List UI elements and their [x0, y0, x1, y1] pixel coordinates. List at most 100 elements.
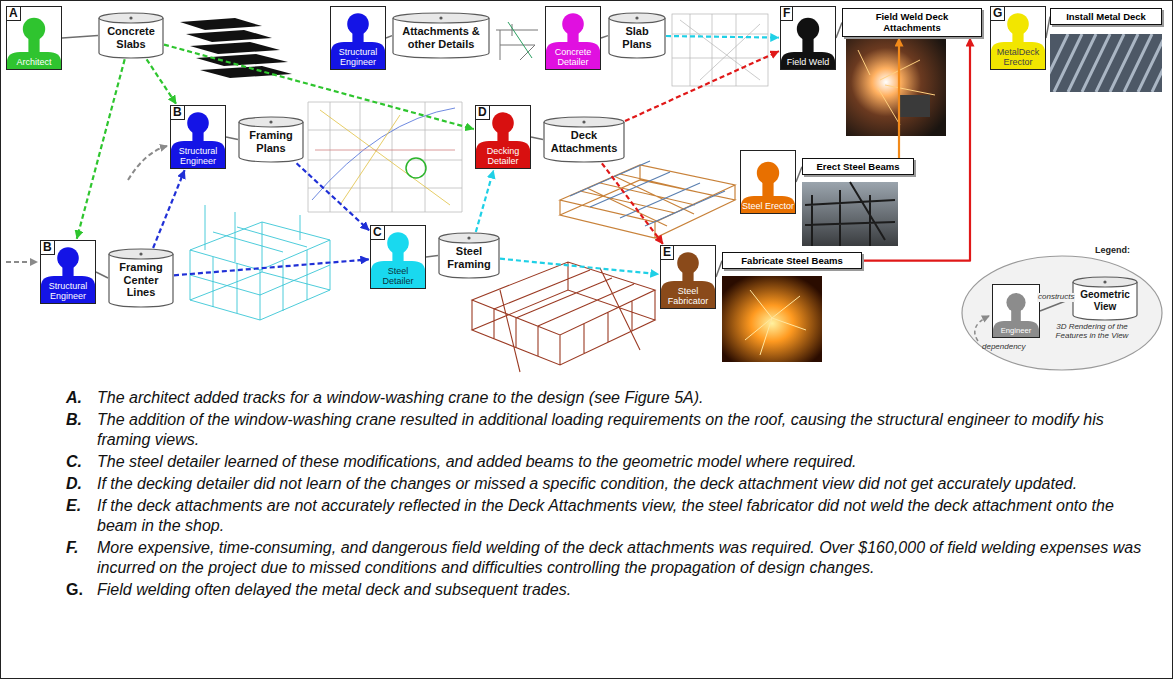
role-text: MetalDeck Erector [990, 48, 1046, 70]
view-cylinder: Slab Plans [608, 12, 666, 59]
icon-frame [546, 7, 601, 70]
note-text: The architect added tracks for a window-… [97, 388, 1146, 408]
note-letter: E. [66, 496, 97, 536]
steel-erector-photo-part [802, 182, 898, 246]
icon-shoulders [331, 42, 385, 69]
role-text: Structural Engineer [170, 147, 226, 169]
cylinder-body [439, 238, 499, 278]
view-cylinder: Attachments & other Details [392, 12, 490, 59]
cylinder-top [1073, 277, 1137, 287]
slab-plan-drawing-part [672, 14, 768, 86]
person-icon: BStructural Engineer [40, 240, 96, 304]
icon-frame [171, 106, 226, 169]
framing-plan-drawing-part [320, 110, 450, 205]
cylinder-body [109, 254, 173, 307]
view-cylinder: Deck Attachments [543, 116, 625, 163]
dependency-arrow [297, 163, 370, 230]
cylinder-dot [1103, 280, 1106, 283]
letter-tag: F [781, 7, 793, 21]
role-text: Field Weld [780, 58, 836, 70]
centerline-drawing-part [190, 205, 330, 320]
weld-photo-part [858, 50, 935, 125]
cylinder-body [99, 18, 163, 58]
icon-shoulders [661, 281, 715, 308]
activity-box: Install Metal Deck [1050, 8, 1162, 25]
dependency-arrow [476, 170, 494, 232]
view-name: Deck Attachments [547, 129, 621, 154]
letter-tag: A [7, 7, 21, 21]
activity-name: Install Metal Deck [1056, 11, 1156, 22]
dependency-arrow [602, 163, 663, 244]
note-row: E.If the deck attachments are not accura… [66, 496, 1146, 536]
icon-frame [331, 7, 386, 70]
detail-drawing-part [508, 22, 532, 58]
role-text: Structural Engineer [40, 282, 96, 304]
sequence-arrow [862, 38, 970, 261]
slab-render [180, 18, 292, 78]
dependency-arrow [174, 259, 369, 275]
constructs-line [426, 256, 438, 257]
dependency-arrow [147, 59, 177, 104]
note-text: The addition of the window-washing crane… [97, 410, 1146, 450]
notes-list: A.The architect added tracks for a windo… [66, 388, 1146, 602]
deck-attachment-render [560, 161, 735, 238]
metal-deck-photo-part [1050, 34, 1162, 92]
slab-plan-drawing [672, 14, 768, 86]
weld-photo [846, 38, 946, 136]
steel-framing-render [472, 262, 655, 372]
person-icon: B Structural Engineer [170, 105, 226, 169]
framing-plan-drawing-part [406, 158, 426, 178]
icon-head [57, 247, 79, 269]
slab-render-part [196, 54, 288, 66]
person-icon: Structural Engineer [330, 6, 386, 70]
dependency-arrow [500, 259, 659, 275]
view-name: Framing Center Lines [112, 261, 170, 299]
role-text: Steel Fabricator [660, 287, 716, 309]
activity-box: Erect Steel Beams [802, 158, 914, 175]
fabricator-photo-part [745, 290, 806, 355]
view-cylinder: Steel Framing [438, 232, 500, 279]
icon-shoulders [7, 52, 61, 69]
cylinder-top [99, 13, 163, 23]
legend-heading: Legend: [1095, 246, 1130, 256]
icon-shoulders [476, 141, 530, 168]
note-row: B.The addition of the window-washing cra… [66, 410, 1146, 450]
icon-frame [741, 151, 796, 214]
constructs-line [226, 137, 238, 140]
constructs-line [531, 137, 543, 140]
note-row: F.More expensive, time-consuming, and da… [66, 538, 1146, 578]
person-icon: AArchitect [6, 6, 62, 70]
note-row: G.Field welding often delayed the metal … [66, 580, 1146, 600]
centerline-drawing [190, 205, 330, 320]
activity-name: Erect Steel Beams [808, 161, 908, 172]
letter-tag: D [476, 106, 490, 120]
deck-attachment-render-part [570, 161, 725, 226]
legend-entry: dependency [982, 343, 1026, 352]
framing-plan-drawing-part [312, 108, 455, 200]
icon-shoulders [41, 276, 95, 303]
activity-box: Fabricate Steel Beams [722, 252, 862, 269]
slab-render-part [180, 18, 262, 30]
view-cylinder: Concrete Slabs [98, 12, 164, 59]
legend-text: dependency [982, 343, 1026, 352]
cylinder-body [544, 122, 624, 162]
constructs-line [601, 36, 608, 38]
dependency-arrow [666, 36, 779, 38]
activity-name: Fabricate Steel Beams [728, 255, 856, 266]
note-letter: C. [66, 452, 97, 472]
cylinder-top [239, 117, 303, 127]
person-icon: F Field Weld [780, 6, 836, 70]
note-text: More expensive, time-consuming, and dang… [97, 538, 1146, 578]
cylinder-dot [139, 252, 142, 255]
cylinder-top [609, 13, 665, 23]
icon-head [347, 13, 369, 35]
sequence-arrow [898, 38, 900, 158]
cylinder-top [393, 13, 489, 23]
activity-box: Field Weld Deck Attachments [842, 8, 982, 37]
cylinder-top [439, 233, 499, 243]
fabricator-photo [722, 276, 822, 362]
icon-head [757, 162, 779, 184]
letter-tag: B [171, 106, 185, 120]
